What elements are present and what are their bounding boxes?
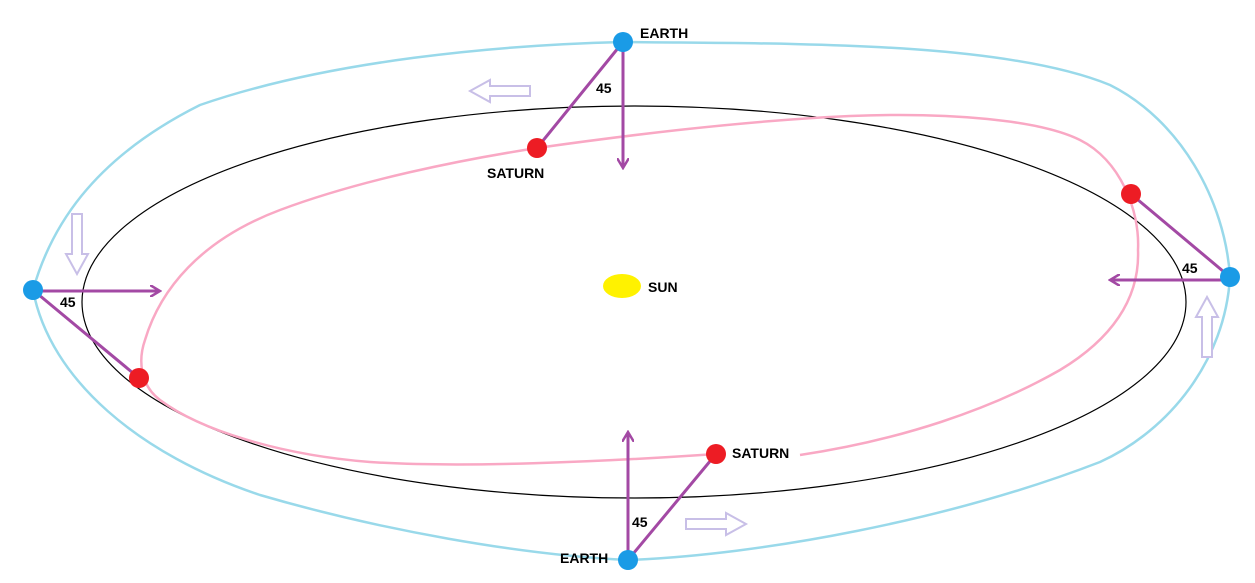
- sun-label: SUN: [648, 279, 678, 295]
- earth-top: [613, 32, 633, 52]
- earth-bottom: [618, 550, 638, 570]
- saturn-right: [1121, 184, 1141, 204]
- angle-left-label: 45: [60, 294, 76, 310]
- saturn-top-label: SATURN: [487, 165, 544, 181]
- motion-arrow-right: [685, 511, 749, 537]
- earth-bottom-label: EARTH: [560, 550, 608, 566]
- reference-ellipse: [81, 105, 1187, 499]
- earth-top-label: EARTH: [640, 25, 688, 41]
- angle-bottom-label: 45: [632, 514, 648, 530]
- motion-arrow-down: [64, 213, 90, 277]
- sightline-top: [535, 41, 625, 149]
- sun: [603, 274, 641, 298]
- saturn-top: [527, 138, 547, 158]
- sightline-right: [1130, 192, 1231, 279]
- sightline-left: [32, 288, 140, 380]
- angle-top-label: 45: [596, 80, 612, 96]
- saturn-bottom: [706, 444, 726, 464]
- earth-right: [1220, 267, 1240, 287]
- saturn-orbit: [536, 113, 1140, 457]
- saturn-bottom-label: SATURN: [732, 445, 789, 461]
- earth-orbit: [31, 40, 1232, 562]
- saturn-orbit-lower: [140, 146, 717, 466]
- angle-right-label: 45: [1182, 260, 1198, 276]
- saturn-left: [129, 368, 149, 388]
- earth-left: [23, 280, 43, 300]
- motion-arrow-left: [467, 78, 531, 104]
- motion-arrow-up: [1194, 294, 1220, 358]
- sightline-bottom: [626, 453, 718, 561]
